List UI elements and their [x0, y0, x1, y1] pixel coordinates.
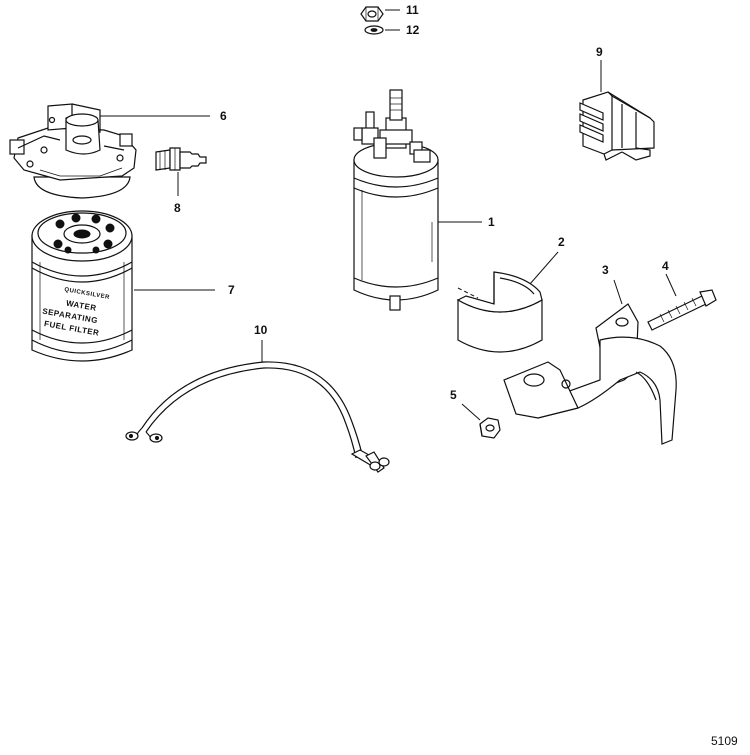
callout-12: 12 — [406, 23, 420, 37]
part-nut — [360, 6, 384, 22]
leader-line-5 — [461, 403, 481, 421]
part-screw — [647, 289, 717, 331]
leader-line-4 — [665, 273, 677, 297]
callout-11: 11 — [406, 3, 419, 17]
part-filter-head — [9, 103, 137, 199]
leader-line-3 — [613, 279, 623, 305]
callout-2: 2 — [558, 235, 565, 249]
callout-10: 10 — [254, 323, 268, 337]
callout-8: 8 — [174, 201, 181, 215]
drawing-number: 5109 — [711, 734, 738, 748]
part-hose-fitting — [155, 147, 207, 171]
callout-6: 6 — [220, 109, 227, 123]
part-rubber-sleeve — [456, 271, 543, 353]
part-wiring-harness — [125, 361, 390, 473]
part-fuel-pump — [353, 89, 439, 311]
part-clip-bracket — [579, 91, 655, 161]
callout-4: 4 — [662, 259, 669, 273]
callout-3: 3 — [602, 263, 609, 277]
leader-line-2 — [529, 251, 559, 285]
callout-9: 9 — [596, 45, 603, 59]
part-small-nut — [479, 417, 501, 439]
part-mounting-clamp — [503, 303, 677, 445]
leader-line-2-dashed — [457, 287, 479, 299]
callout-5: 5 — [450, 388, 457, 402]
part-filter-canister — [31, 210, 133, 362]
callout-7: 7 — [228, 283, 235, 297]
part-washer — [364, 25, 384, 35]
callout-1: 1 — [488, 215, 495, 229]
